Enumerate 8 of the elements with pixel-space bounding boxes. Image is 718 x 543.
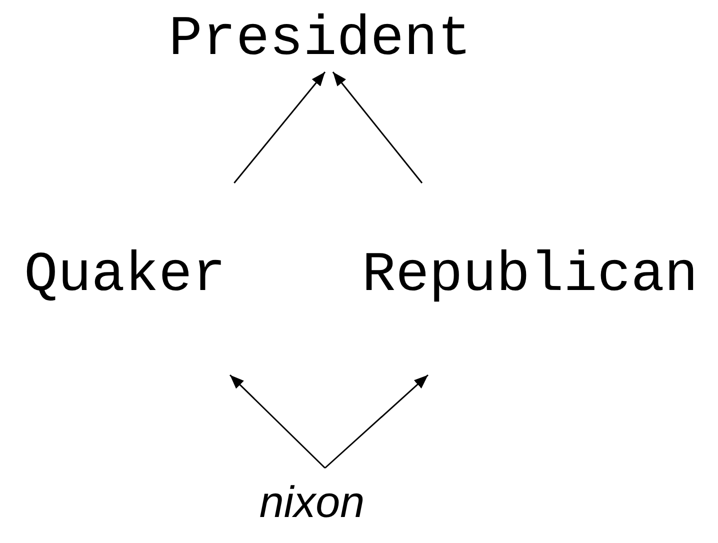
arrow xyxy=(332,72,423,184)
arrow xyxy=(234,72,326,184)
node-label: nixon xyxy=(259,478,365,528)
arrow xyxy=(324,374,429,469)
arrow xyxy=(229,374,326,469)
node-label: President xyxy=(168,6,472,70)
node-label: Quaker xyxy=(24,243,226,307)
node-label: Republican xyxy=(362,243,698,307)
